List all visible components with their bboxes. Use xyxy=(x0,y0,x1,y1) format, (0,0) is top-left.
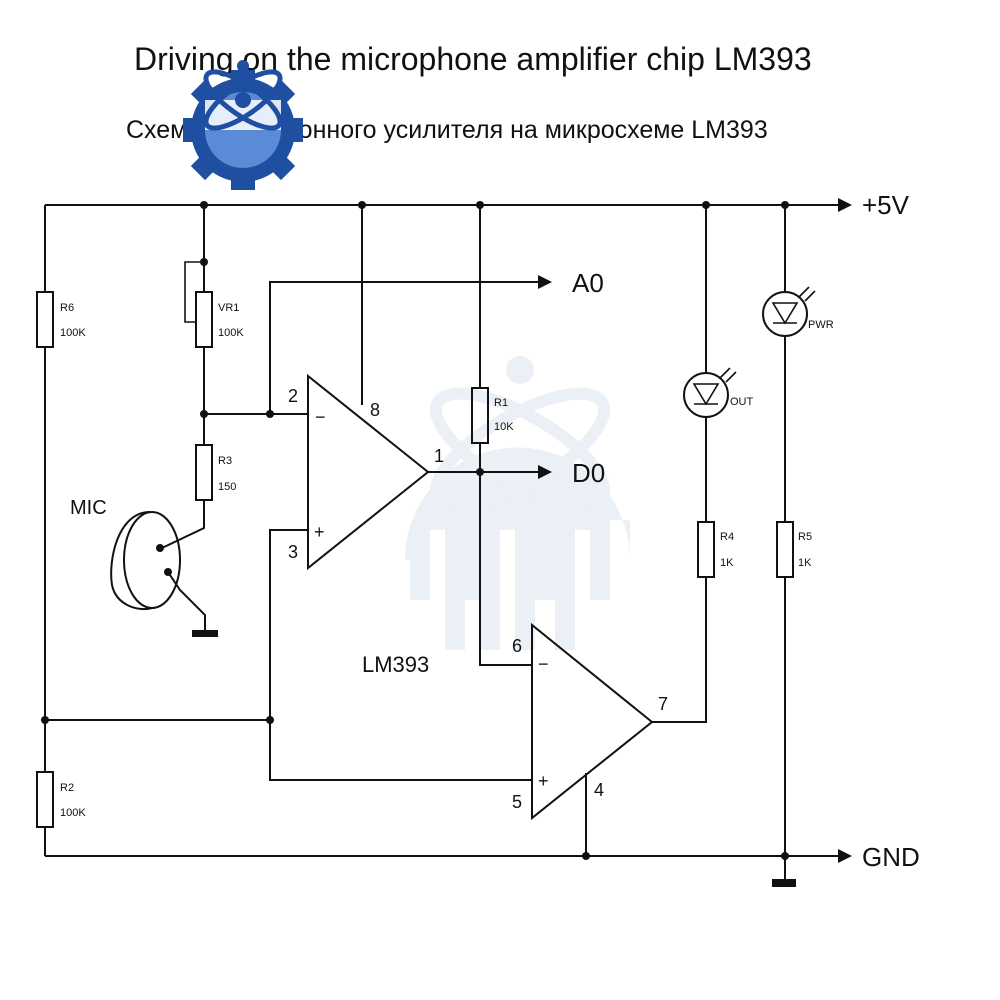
potentiometer-vr1 xyxy=(195,291,213,348)
wire xyxy=(479,472,532,666)
resistor-r4 xyxy=(697,521,715,578)
resistor-r5 xyxy=(776,521,794,578)
output-d0-label: D0 xyxy=(572,458,605,488)
led-out-icon xyxy=(683,367,737,418)
r2-name: R2 xyxy=(60,782,74,794)
comparator-1 xyxy=(307,373,430,571)
potentiometer-wiper xyxy=(184,261,204,323)
pin-8-label: 8 xyxy=(370,400,380,420)
pin-1-label: 1 xyxy=(434,446,444,466)
wire xyxy=(269,281,538,414)
r4-value: 1K xyxy=(720,557,734,569)
gnd-label: GND xyxy=(862,842,920,872)
r3-name: R3 xyxy=(218,455,232,467)
gnd-rail xyxy=(45,849,852,863)
r2-value: 100K xyxy=(60,807,86,819)
pin-5-label: 5 xyxy=(512,792,522,812)
r5-value: 1K xyxy=(798,557,812,569)
junction xyxy=(41,716,49,724)
r4-name: R4 xyxy=(720,531,734,543)
vr1-name: VR1 xyxy=(218,302,239,314)
pin-4-label: 4 xyxy=(594,780,604,800)
pin-3-label: 3 xyxy=(288,542,298,562)
vcc-label: +5V xyxy=(862,190,910,220)
r3-value: 150 xyxy=(218,481,236,493)
output-a0-label: A0 xyxy=(572,268,604,298)
mic-label: MIC xyxy=(70,497,107,519)
vcc-rail xyxy=(45,198,852,212)
ground-symbol xyxy=(772,879,796,887)
r6-value: 100K xyxy=(60,327,86,339)
chip-label: LM393 xyxy=(362,652,429,677)
pin-6-label: 6 xyxy=(512,636,522,656)
resistor-r6 xyxy=(36,291,54,348)
led-out-label: OUT xyxy=(730,396,754,408)
junction xyxy=(200,258,208,266)
atom-gear-logo xyxy=(183,60,303,190)
r5-name: R5 xyxy=(798,531,812,543)
led-pwr-label: PWR xyxy=(808,319,834,331)
plus-sign: + xyxy=(314,522,325,542)
wire xyxy=(269,529,532,781)
resistor-r3 xyxy=(195,444,213,501)
wire xyxy=(161,500,205,549)
r1-name: R1 xyxy=(494,397,508,409)
microphone-icon xyxy=(110,511,218,637)
minus-sign: − xyxy=(315,407,326,427)
arrow-a0 xyxy=(538,275,552,289)
resistor-r2 xyxy=(36,771,54,828)
vr1-value: 100K xyxy=(218,327,244,339)
comparator-2 xyxy=(531,622,654,821)
arrow-d0 xyxy=(538,465,552,479)
pin-7-label: 7 xyxy=(658,694,668,714)
r1-value: 10K xyxy=(494,421,514,433)
junction xyxy=(582,852,590,860)
plus-sign: + xyxy=(538,771,549,791)
r6-name: R6 xyxy=(60,302,74,314)
pin-2-label: 2 xyxy=(288,386,298,406)
minus-sign: − xyxy=(538,654,549,674)
watermark-logo xyxy=(405,356,630,650)
wire xyxy=(652,577,707,723)
